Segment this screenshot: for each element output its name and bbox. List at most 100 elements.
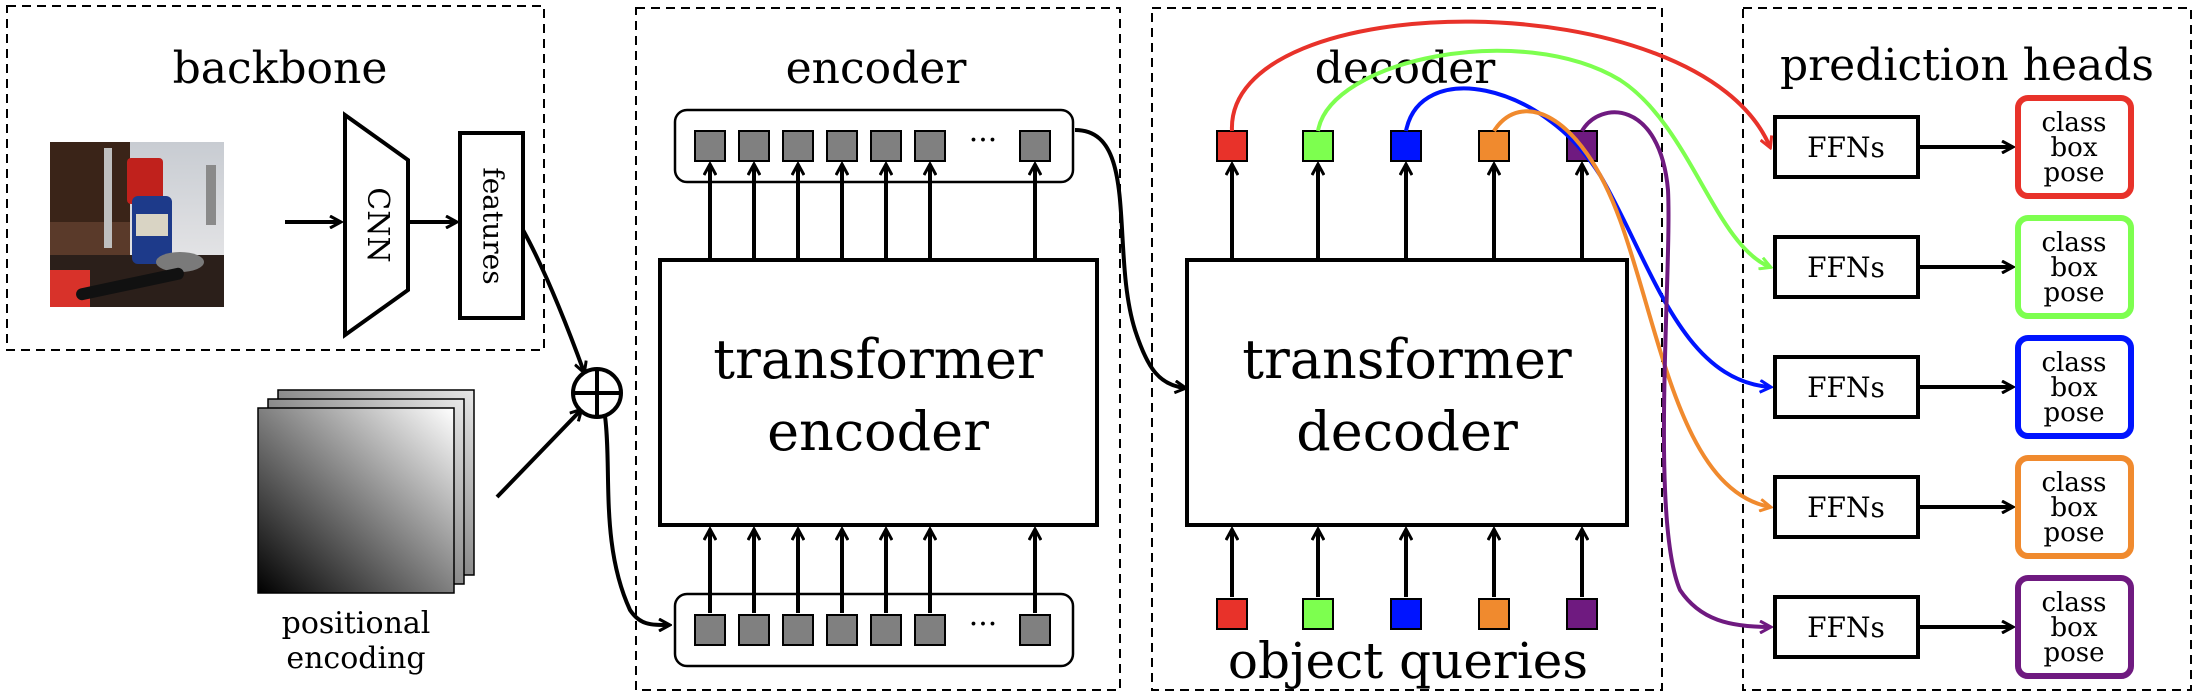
output-class: class	[2041, 468, 2106, 498]
encoder-input-token	[738, 614, 770, 646]
output-class: class	[2041, 588, 2106, 618]
encoder-title: encoder	[786, 43, 968, 94]
backbone-frame	[6, 5, 545, 351]
route-red	[1229, 19, 1770, 147]
encoder-input-token	[870, 614, 902, 646]
output-box: box	[2051, 493, 2098, 523]
input-image	[50, 142, 224, 307]
encoder-output-token	[870, 130, 902, 162]
output-box	[2015, 575, 2134, 679]
encoder-output-token	[782, 130, 814, 162]
object-query-token	[1478, 598, 1510, 630]
encoder-section: encoder ··· transformer encoder ···	[635, 7, 1185, 691]
object-query-token	[1216, 598, 1248, 630]
decoder-output-token	[1302, 130, 1334, 162]
encoder-input-token	[826, 614, 858, 646]
output-pose: pose	[2043, 518, 2104, 548]
cnn-label: CNN	[360, 187, 395, 262]
output-class: class	[2041, 228, 2106, 258]
pe-layer-front	[257, 407, 455, 594]
decoder-frame	[1151, 7, 1663, 691]
prediction-heads-frame	[1742, 7, 2192, 691]
output-pose: pose	[2043, 278, 2104, 308]
encoder-input-ellipsis: ···	[969, 607, 998, 642]
output-pose: pose	[2043, 158, 2104, 188]
ffn-label: FFNs	[1807, 131, 1885, 164]
ffn-box	[1773, 355, 1920, 419]
object-query-tokens	[1216, 598, 1598, 630]
transformer-encoder-line2: encoder	[767, 400, 989, 463]
output-class: class	[2041, 348, 2106, 378]
output-class: class	[2041, 108, 2106, 138]
encoder-output-token	[914, 130, 946, 162]
object-query-token	[1390, 598, 1422, 630]
output-pose: pose	[2043, 638, 2104, 668]
arrow-sum-to-encoder	[603, 415, 669, 625]
object-queries-label: object queries	[1228, 632, 1588, 690]
sum-node	[495, 229, 669, 625]
features-block	[458, 131, 525, 320]
backbone-section: backbone CNN features	[6, 5, 545, 351]
encoder-input-token	[782, 614, 814, 646]
decoder-output-token	[1478, 130, 1510, 162]
arrow-pe-to-sum	[495, 410, 581, 499]
encoder-input-token	[1019, 614, 1051, 646]
cnn-block	[343, 111, 410, 339]
prediction-heads-section: prediction heads FFNsclassboxposeFFNscla…	[1742, 7, 2192, 691]
prediction-heads: FFNsclassboxposeFFNsclassboxposeFFNsclas…	[1773, 95, 2134, 679]
route-orange	[1492, 109, 1770, 507]
route-green	[1316, 48, 1770, 267]
ffn-box	[1773, 115, 1920, 179]
transformer-encoder-line1: transformer	[713, 328, 1043, 391]
transformer-decoder-block	[1185, 258, 1629, 527]
prediction-heads-title: prediction heads	[1780, 40, 2154, 91]
arrow-features-to-sum	[521, 229, 584, 372]
encoder-output-token	[1019, 130, 1051, 162]
positional-encoding: positional encoding	[257, 389, 475, 676]
transformer-encoder-block	[658, 258, 1099, 527]
decoder-section: decoder transformer decoder object queri…	[1151, 7, 1663, 691]
features-label: features	[477, 167, 510, 284]
transformer-decoder-line1: transformer	[1242, 328, 1572, 391]
encoder-output-token	[694, 130, 726, 162]
output-pose: pose	[2043, 398, 2104, 428]
decoder-output-token	[1390, 130, 1422, 162]
ffn-label: FFNs	[1807, 491, 1885, 524]
pe-label-line1: positional	[282, 606, 431, 641]
ffn-box	[1773, 595, 1920, 659]
encoder-arrows	[710, 165, 1035, 613]
pe-label-line2: encoding	[286, 641, 425, 676]
route-purple	[1580, 110, 1770, 627]
encoder-input-token	[914, 614, 946, 646]
output-box	[2015, 455, 2134, 559]
encoder-output-tokens	[694, 130, 1051, 162]
query-to-head-routes	[1229, 19, 1770, 627]
encoder-frame	[635, 7, 1121, 691]
decoder-output-tokens	[1216, 130, 1598, 162]
ffn-label: FFNs	[1807, 611, 1885, 644]
encoder-output-token	[826, 130, 858, 162]
output-box: box	[2051, 253, 2098, 283]
output-box: box	[2051, 613, 2098, 643]
output-box: box	[2051, 133, 2098, 163]
output-box	[2015, 335, 2134, 439]
encoder-output-ellipsis: ···	[969, 123, 998, 158]
encoder-input-tokens	[694, 614, 1051, 646]
object-query-token	[1566, 598, 1598, 630]
transformer-decoder-line2: decoder	[1296, 400, 1518, 463]
backbone-title: backbone	[173, 43, 388, 94]
ffn-box	[1773, 235, 1920, 299]
ffn-box	[1773, 475, 1920, 539]
encoder-input-token	[694, 614, 726, 646]
output-box: box	[2051, 373, 2098, 403]
decoder-output-token	[1216, 130, 1248, 162]
arrow-encoder-to-decoder	[1074, 128, 1185, 388]
object-query-token	[1302, 598, 1334, 630]
encoder-output-token	[738, 130, 770, 162]
output-box	[2015, 215, 2134, 319]
